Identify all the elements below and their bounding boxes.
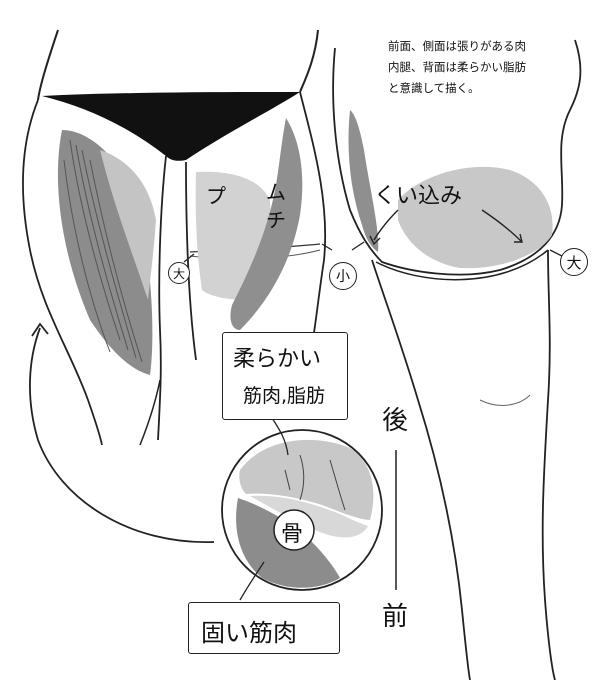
- right-thigh-dark-stripe: [230, 118, 303, 330]
- sho-pointer-right: [351, 241, 365, 251]
- left-muscle-light: [100, 150, 156, 300]
- back-stripe-shade: [348, 110, 379, 252]
- note-text: 前面、側面は張りがある肉 内腿、背面は柔らかい脂肪 と意識して描く。: [388, 36, 598, 99]
- buttock-shade: [398, 166, 553, 269]
- waist-right-outline: [299, 29, 319, 93]
- label-mae: 前: [382, 602, 409, 632]
- cross-section-lines: [284, 454, 346, 511]
- curved-arrow-head: [31, 322, 49, 337]
- dai-right-pointer: [549, 249, 563, 257]
- hard-muscle-text: 固い筋肉: [201, 619, 297, 647]
- front-view-figure: [22, 29, 327, 446]
- left-muscle-striations: [63, 139, 143, 363]
- cross-section-diagram: [221, 417, 383, 601]
- soft-tissue-callout: 柔らかい 筋肉,脂肪: [222, 332, 348, 420]
- label-ushiro: 後: [382, 406, 409, 436]
- curved-arrow: [29, 327, 215, 543]
- note-line-1: 前面、側面は張りがある肉: [388, 39, 526, 53]
- right-thigh-inner: [185, 161, 197, 361]
- knee-curve: [139, 379, 161, 446]
- label-mu: ム: [266, 180, 286, 204]
- hard-muscle-leader: [239, 561, 265, 601]
- kuikomi-arrow-right: [481, 209, 523, 243]
- label-chi: チ: [266, 208, 286, 232]
- buttock-outline: [332, 39, 582, 276]
- thigh-back-outline: [541, 249, 556, 680]
- thigh-front-outline: [371, 259, 471, 680]
- soft-tissue-line-1: 柔らかい: [233, 347, 322, 372]
- underwear: [42, 92, 300, 161]
- label-hone: 骨: [281, 522, 304, 547]
- hard-muscle-callout: 固い筋肉: [188, 602, 340, 654]
- kuikomi-arrow-right-head: [514, 233, 523, 243]
- right-thigh-outline: [299, 91, 327, 346]
- knee-back-hint: [479, 394, 531, 406]
- note-line-3: と意識して描く。: [388, 81, 480, 95]
- left-thigh-outline: [22, 99, 103, 446]
- note-line-2: 内腿、背面は柔らかい脂肪: [388, 60, 526, 74]
- marker-dai-left: 大: [168, 262, 190, 284]
- kuikomi-arrow-left: [373, 209, 399, 241]
- marker-dai-right: 大: [560, 248, 588, 276]
- left-thigh-inner: [157, 155, 167, 441]
- soft-tissue-region: [239, 439, 374, 520]
- dai-left-pointer: [183, 253, 195, 263]
- marker-sho: 小: [329, 262, 357, 290]
- sho-pointer: [321, 243, 333, 251]
- crease-line: [375, 249, 549, 281]
- kuikomi-arrow-left-head: [369, 235, 381, 246]
- soft-tissue-line-2: 筋肉,脂肪: [243, 385, 326, 407]
- label-kuikomi: くい込み: [374, 184, 463, 209]
- bone-circle: [273, 509, 315, 551]
- soft-tissue-leader: [271, 417, 289, 456]
- waist-left-outline: [37, 29, 59, 101]
- side-view-figure: [332, 39, 582, 680]
- label-pumi: プ: [206, 184, 226, 208]
